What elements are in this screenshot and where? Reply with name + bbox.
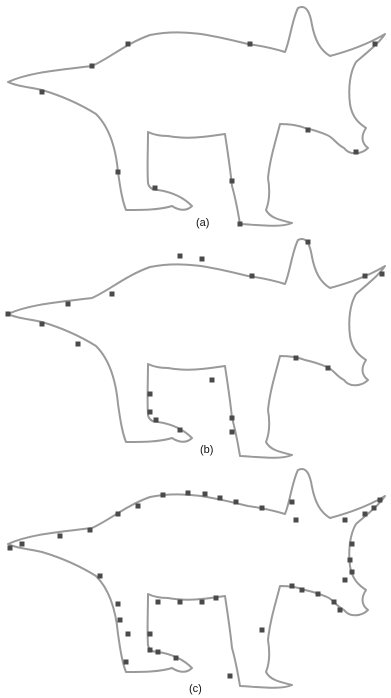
panel-c-marker bbox=[293, 517, 299, 523]
panel-c-marker bbox=[155, 649, 161, 655]
panel-a-marker bbox=[39, 89, 45, 95]
panel-c-marker bbox=[160, 492, 166, 498]
panel-a-markers bbox=[39, 41, 378, 227]
panel-b-marker bbox=[177, 253, 183, 259]
panel-c-marker bbox=[115, 511, 121, 517]
panel-c-marker bbox=[155, 599, 161, 605]
panel-c-marker bbox=[147, 647, 153, 653]
panel-c-marker bbox=[177, 599, 183, 605]
panel-c-marker bbox=[289, 499, 295, 505]
panel-c-marker bbox=[173, 655, 179, 661]
panel-c-marker bbox=[97, 573, 103, 579]
panel-c-markers bbox=[7, 490, 383, 679]
panel-c-marker bbox=[147, 631, 153, 637]
panel-b-marker bbox=[147, 409, 153, 415]
panel-a-marker bbox=[229, 178, 235, 184]
panel-c-marker bbox=[362, 511, 368, 517]
panel-c-marker bbox=[202, 491, 208, 497]
panel-b-marker bbox=[249, 273, 255, 279]
panel-b-marker bbox=[209, 377, 215, 383]
panel-c-marker bbox=[57, 533, 63, 539]
panel-c-marker bbox=[87, 527, 93, 533]
panel-b-marker bbox=[199, 256, 205, 262]
panel-b-marker bbox=[147, 391, 153, 397]
panel-a-caption: (a) bbox=[196, 217, 209, 229]
panel-b: (b) bbox=[5, 237, 386, 459]
panel-c-marker bbox=[19, 541, 25, 547]
panel-c-marker bbox=[342, 517, 348, 523]
panel-b-marker bbox=[177, 427, 183, 433]
panel-a-marker bbox=[247, 41, 253, 47]
panel-b-marker bbox=[39, 321, 45, 327]
panel-b-marker bbox=[65, 301, 71, 307]
panel-c-marker bbox=[135, 503, 141, 509]
panel-c-marker bbox=[227, 673, 233, 679]
panel-c-marker bbox=[347, 557, 353, 563]
panel-c-marker bbox=[125, 631, 131, 637]
panel-c-marker bbox=[371, 505, 377, 511]
panel-b-marker bbox=[109, 291, 115, 297]
panel-c-marker bbox=[377, 497, 383, 503]
panel-a-marker bbox=[115, 169, 121, 175]
panel-c-marker bbox=[199, 599, 205, 605]
panel-b-marker bbox=[305, 239, 311, 245]
panel-b-marker bbox=[153, 417, 159, 423]
panel-c: (c) bbox=[7, 467, 386, 695]
panel-c-marker bbox=[233, 499, 239, 505]
panel-b-marker bbox=[325, 365, 331, 371]
panel-b-outline bbox=[7, 237, 386, 459]
panel-a-marker bbox=[89, 63, 95, 69]
panel-a-marker bbox=[237, 221, 243, 227]
panel-b-marker bbox=[5, 311, 11, 317]
panel-c-marker bbox=[123, 659, 129, 665]
panel-c-marker bbox=[115, 601, 121, 607]
panel-c-marker bbox=[349, 541, 355, 547]
panel-c-marker bbox=[337, 607, 343, 613]
panel-c-marker bbox=[217, 495, 223, 501]
panel-b-marker bbox=[229, 429, 235, 435]
panel-b-marker bbox=[293, 355, 299, 361]
panel-a-marker bbox=[372, 41, 378, 47]
panel-c-marker bbox=[259, 505, 265, 511]
panel-c-outline bbox=[7, 467, 386, 689]
panel-c-marker bbox=[117, 617, 123, 623]
panel-a-marker bbox=[353, 149, 359, 155]
panel-a-marker bbox=[152, 185, 158, 191]
panel-c-caption: (c) bbox=[189, 683, 202, 695]
panel-a-marker bbox=[125, 41, 131, 47]
panel-c-marker bbox=[7, 545, 13, 551]
panel-c-marker bbox=[185, 490, 191, 496]
panel-c-marker bbox=[259, 627, 265, 633]
panel-b-marker bbox=[75, 341, 81, 347]
panel-c-marker bbox=[289, 583, 295, 589]
panel-a-outline bbox=[7, 5, 386, 227]
panel-b-markers bbox=[5, 239, 385, 435]
panel-b-marker bbox=[362, 273, 368, 279]
panel-c-marker bbox=[331, 599, 337, 605]
panel-a-marker bbox=[305, 127, 311, 133]
panel-c-marker bbox=[349, 569, 355, 575]
panel-c-marker bbox=[299, 587, 305, 593]
panel-c-marker bbox=[213, 595, 219, 601]
panel-c-marker bbox=[315, 591, 321, 597]
panel-b-marker bbox=[379, 271, 385, 277]
panel-b-caption: (b) bbox=[200, 444, 213, 456]
panel-a: (a) bbox=[7, 5, 386, 229]
panel-c-marker bbox=[342, 577, 348, 583]
panel-b-marker bbox=[229, 415, 235, 421]
